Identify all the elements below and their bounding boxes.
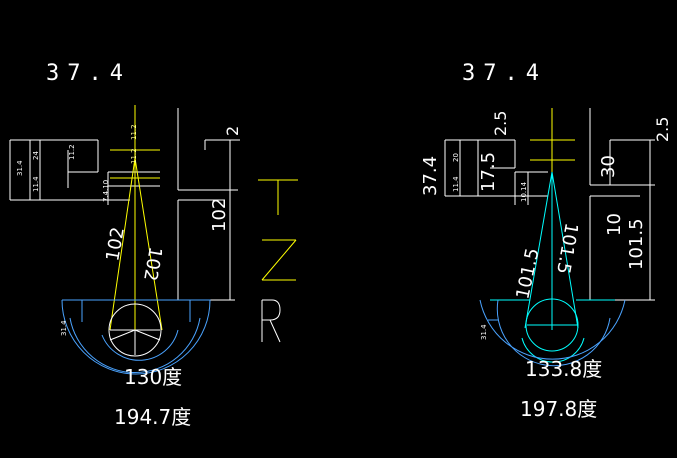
left-dim-small-d: 11.2 (68, 144, 76, 160)
left-dim-bottom-left: 31.4 (60, 320, 68, 336)
left-drawing: 37.4 (9, 61, 298, 429)
right-dim-top-mid: 2.5 (491, 111, 510, 136)
left-dim-small-b: 24 (32, 151, 40, 160)
left-angle-inner: 130度 (124, 365, 182, 389)
right-angle-inner: 133.8度 (525, 357, 602, 381)
right-dim-left-big: 37.4 (420, 156, 441, 196)
left-dim-slant-right: 102 (139, 245, 166, 282)
right-dim-small-a: 20 (452, 153, 460, 162)
left-angle-outer: 194.7度 (114, 405, 191, 429)
right-title: 37.4 (462, 61, 547, 86)
right-dim-small-b: 11.4 (452, 176, 460, 192)
left-dim-slant-left: 102 (102, 225, 129, 262)
left-dim-small-e: 7.4.10 (102, 180, 110, 202)
left-dim-small-a: 31.4 (16, 160, 24, 176)
left-dim-top-right: 2 (223, 126, 242, 136)
right-dim-left-mid: 17.5 (478, 152, 499, 192)
right-dim-small-c: 10.14 (520, 181, 528, 202)
left-dim-small-g: 11.2 (130, 148, 138, 164)
right-dim-10: 10 (604, 213, 625, 236)
right-dim-top-right: 2.5 (653, 117, 672, 142)
right-dim-slant-left: 101.5 (512, 246, 543, 301)
left-dim-right-height: 102 (209, 198, 230, 232)
right-dim-1015: 101.5 (626, 218, 647, 270)
left-title: 37.4 (46, 61, 131, 86)
right-dim-slant-right: 101.5 (552, 221, 582, 275)
right-drawing: 37.4 (420, 61, 672, 421)
right-angle-outer: 197.8度 (520, 397, 597, 421)
left-dim-small-c: 11.4 (32, 176, 40, 192)
left-dim-small-f: 11.2 (130, 124, 138, 140)
right-dim-bottom-left: 31.4 (480, 324, 488, 340)
right-dim-30: 30 (598, 155, 619, 178)
